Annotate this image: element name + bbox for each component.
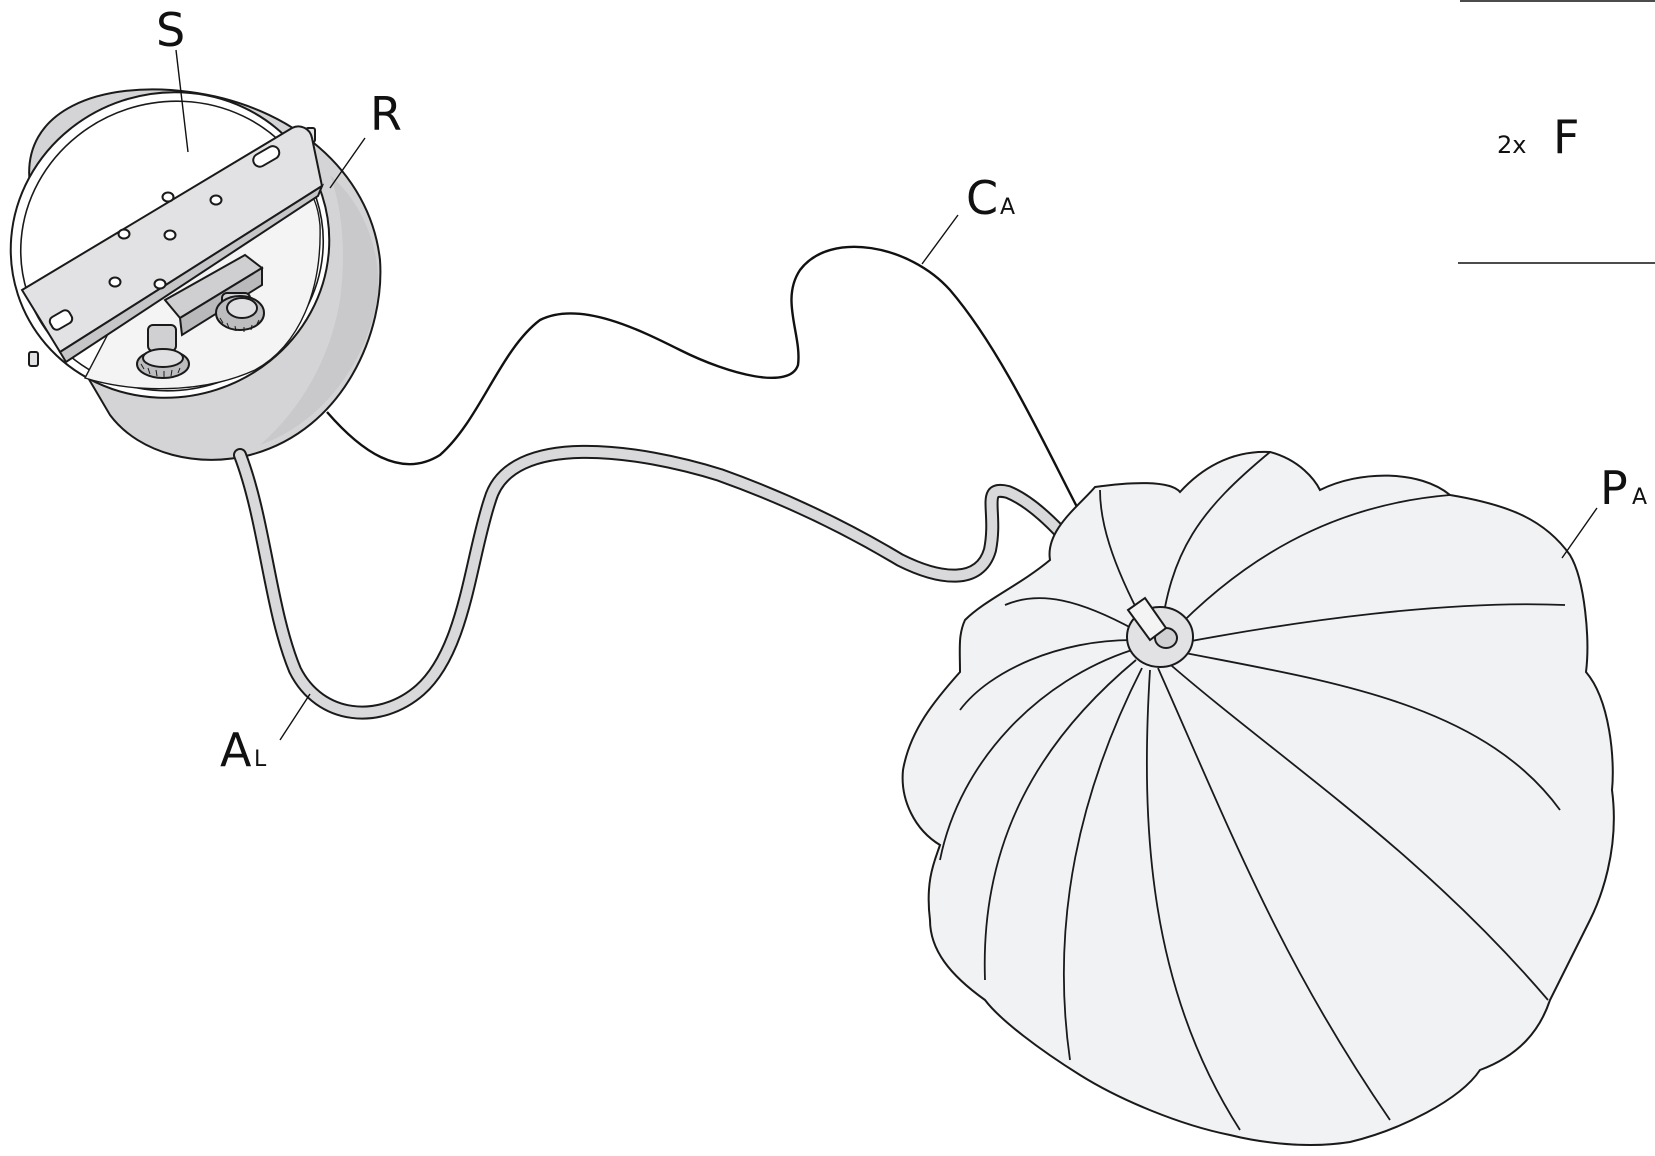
label-A-main: A — [220, 723, 252, 777]
leader-P — [1561, 507, 1598, 559]
label-C-sub: A — [1000, 195, 1015, 220]
cord-grip — [1126, 596, 1168, 642]
electric-cable — [326, 245, 1156, 621]
screw-right — [215, 292, 265, 332]
label-C-main: C — [966, 171, 998, 225]
canopy-wall — [260, 175, 379, 445]
label-F-main: F — [1553, 110, 1579, 164]
parts-box — [1458, 0, 1655, 264]
rim-tab-left — [28, 351, 39, 367]
label-F: 2x F — [1497, 110, 1579, 164]
label-A-sub: L — [254, 747, 267, 772]
leader-S — [175, 49, 189, 153]
label-P: P A — [1600, 461, 1647, 515]
label-P-main: P — [1600, 461, 1628, 515]
terminal-block — [136, 253, 265, 379]
leader-C — [921, 214, 959, 265]
ceiling-canopy-icon — [9, 88, 382, 461]
label-P-sub: A — [1632, 485, 1647, 510]
pendant-shade-icon — [901, 450, 1615, 1146]
label-S: S — [156, 3, 185, 57]
shade-outline — [901, 450, 1615, 1146]
label-F-qty: 2x — [1497, 131, 1526, 159]
mounting-plate — [20, 125, 325, 364]
label-C: C A — [966, 171, 1015, 225]
suspension-cord — [233, 444, 1117, 720]
label-A: A L — [220, 723, 267, 777]
leader-A — [279, 693, 311, 741]
leader-R — [329, 137, 366, 189]
label-R: R — [370, 87, 402, 141]
screw-left — [136, 324, 190, 379]
leader-lines — [175, 49, 1598, 741]
